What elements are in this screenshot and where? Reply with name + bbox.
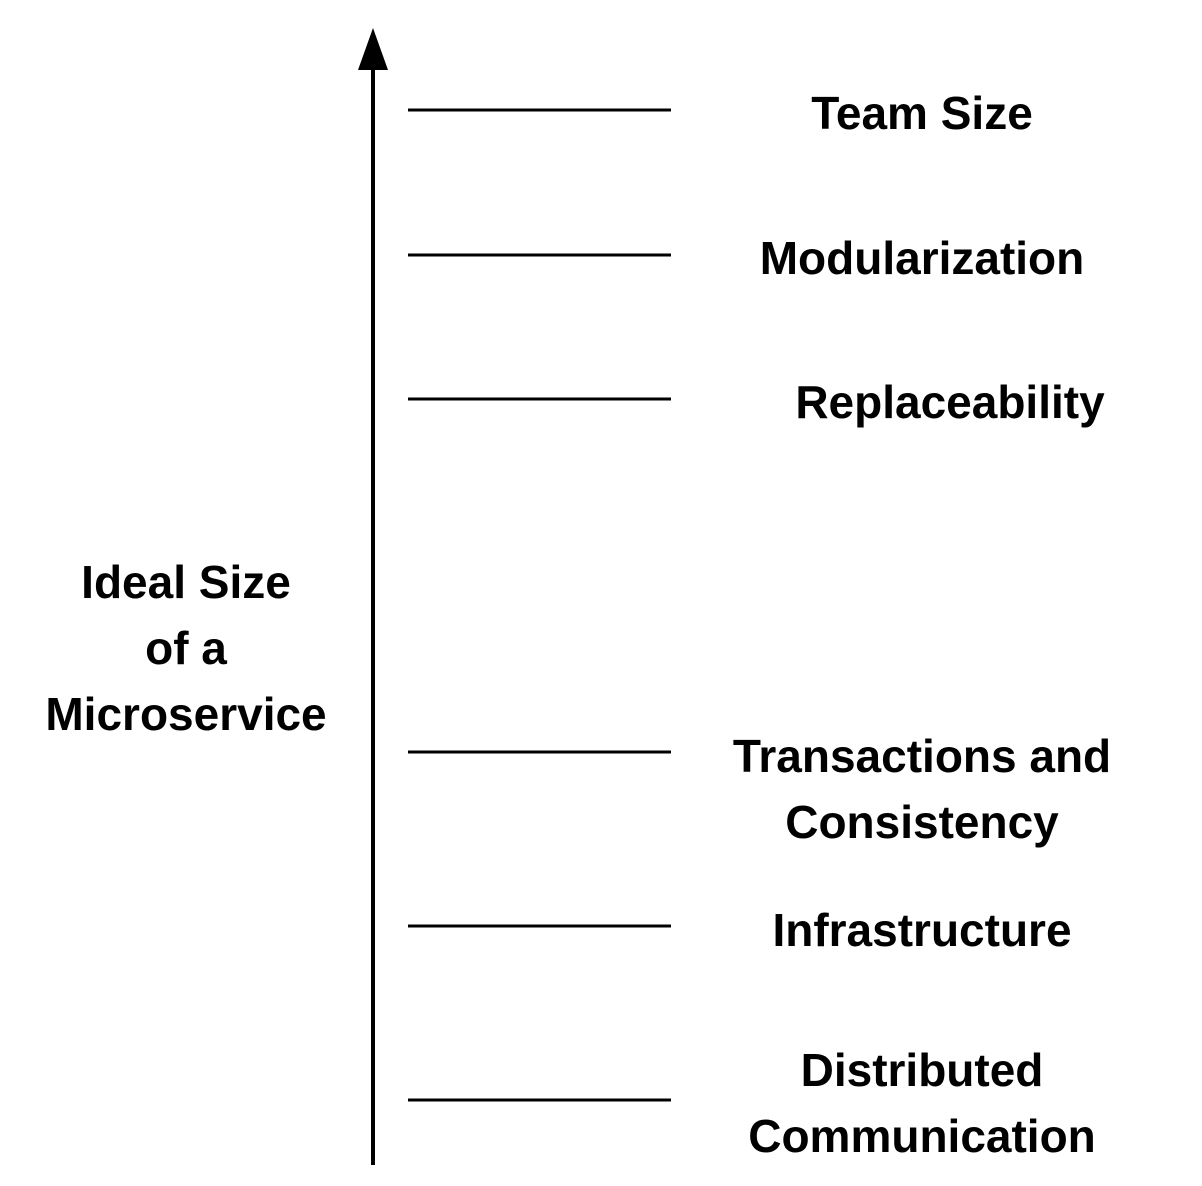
factor-label-line: Distributed: [800, 1044, 1044, 1096]
axis-label-line: of a: [145, 622, 227, 674]
axis-label: Ideal Size of a Microservice: [0, 549, 372, 747]
factor-label-infrastructure: Infrastructure: [692, 897, 1152, 963]
factor-label-line: Modularization: [759, 232, 1085, 284]
factor-label-transactions-and-consistency: Transactions and Consistency: [692, 723, 1152, 855]
factor-label-distributed-communication: Distributed Communication: [692, 1037, 1152, 1169]
factor-label-line: Communication: [748, 1110, 1096, 1162]
factor-label-modularization: Modularization: [692, 225, 1152, 291]
factor-label-line: Replaceability: [795, 376, 1105, 428]
factor-label-line: Infrastructure: [772, 904, 1072, 956]
factor-label-team-size: Team Size: [692, 80, 1152, 146]
axis-label-line: Ideal Size: [81, 556, 291, 608]
axis-arrowhead: [358, 28, 388, 70]
factor-label-line: Team Size: [811, 87, 1033, 139]
factor-label-line: Consistency: [785, 796, 1059, 848]
factor-label-line: Transactions and: [732, 730, 1112, 782]
axis-label-line: Microservice: [45, 688, 327, 740]
factor-label-replaceability: Replaceability: [720, 369, 1180, 435]
